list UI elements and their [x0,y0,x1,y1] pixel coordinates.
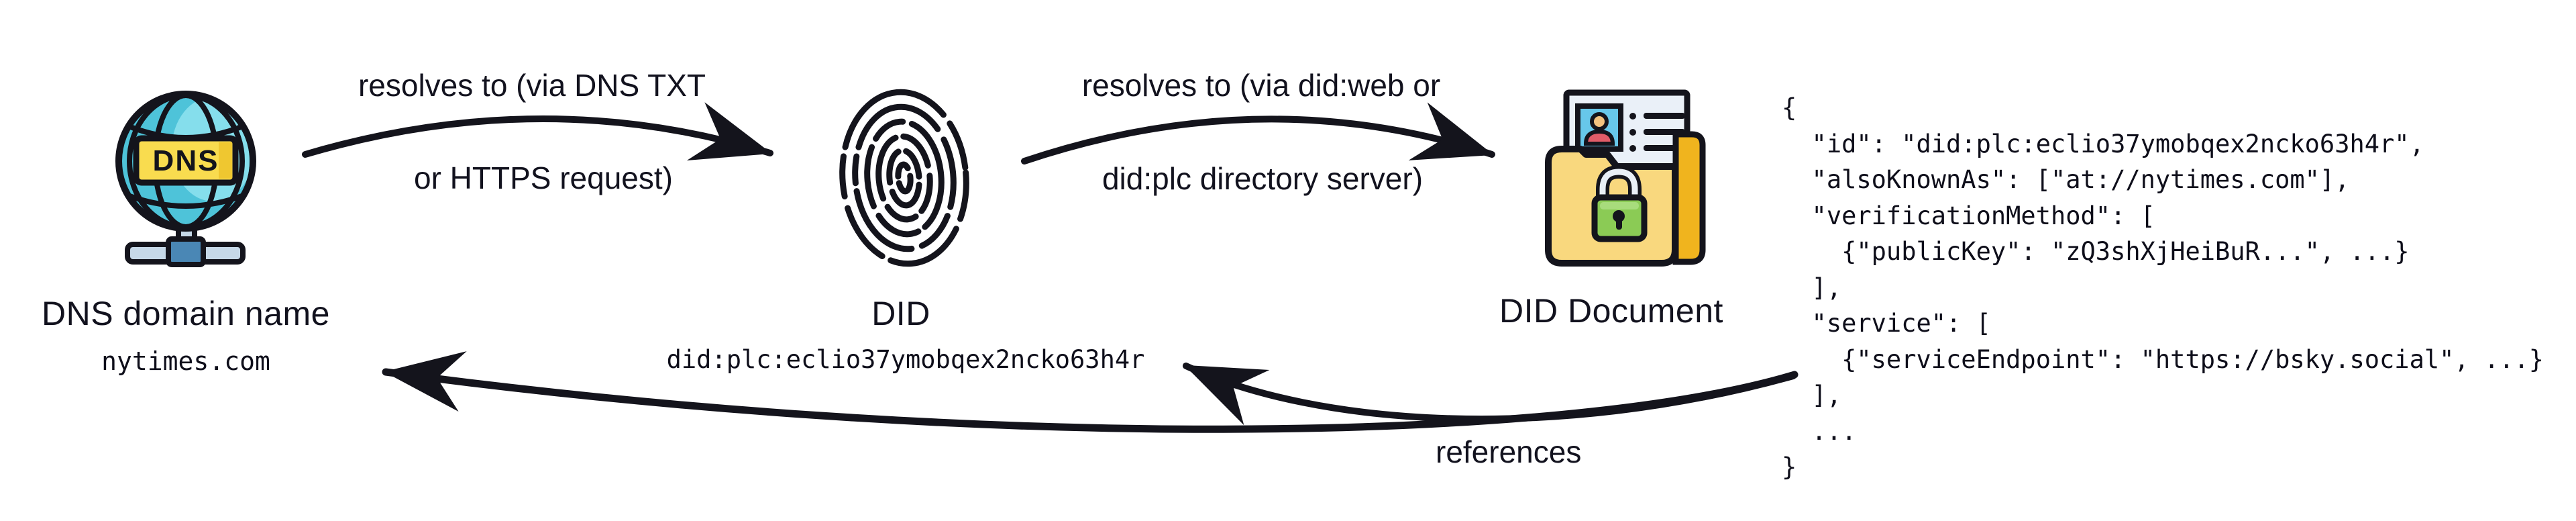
folder-lock-icon [1545,89,1706,267]
arrow-references-to-dns [382,351,1799,433]
padlock-icon [1591,164,1648,242]
globe-dns-banner [133,135,239,186]
avatar-head [1590,112,1609,131]
folder-back-page [1672,131,1706,265]
arrow-references-to-did [1183,363,1796,426]
edge-label-dns-to-did-line2: or HTTPS request) [414,160,673,195]
avatar-body [1583,129,1615,146]
arrow-did-to-document [1021,102,1495,164]
edge-label-did-to-document-line1: resolves to (via did:web or [1081,68,1441,103]
fingerprint-icon [839,89,969,267]
did-node-value: did:plc:eclio37ymobqex2ncko63h4r [666,345,1145,374]
globe-dns-icon: DNS [115,91,256,267]
references-edge-label: references [1436,434,1582,469]
edge-label-did-to-document-line2: did:plc directory server) [1102,161,1424,196]
did-document-node-label: DID Document [1499,292,1723,330]
dns-node-value: nytimes.com [101,346,270,376]
arrow-dns-to-did [302,102,773,161]
dns-node-label: DNS domain name [42,295,330,332]
did-document-json-code: { "id": "did:plc:eclio37ymobqex2ncko63h4… [1782,93,2544,481]
globe-dns-banner-text: DNS [153,144,219,177]
edge-label-dns-to-did-line1: resolves to (via DNS TXT [358,68,706,103]
did-node-label: DID [871,295,930,332]
globe-stand-block [166,236,206,267]
